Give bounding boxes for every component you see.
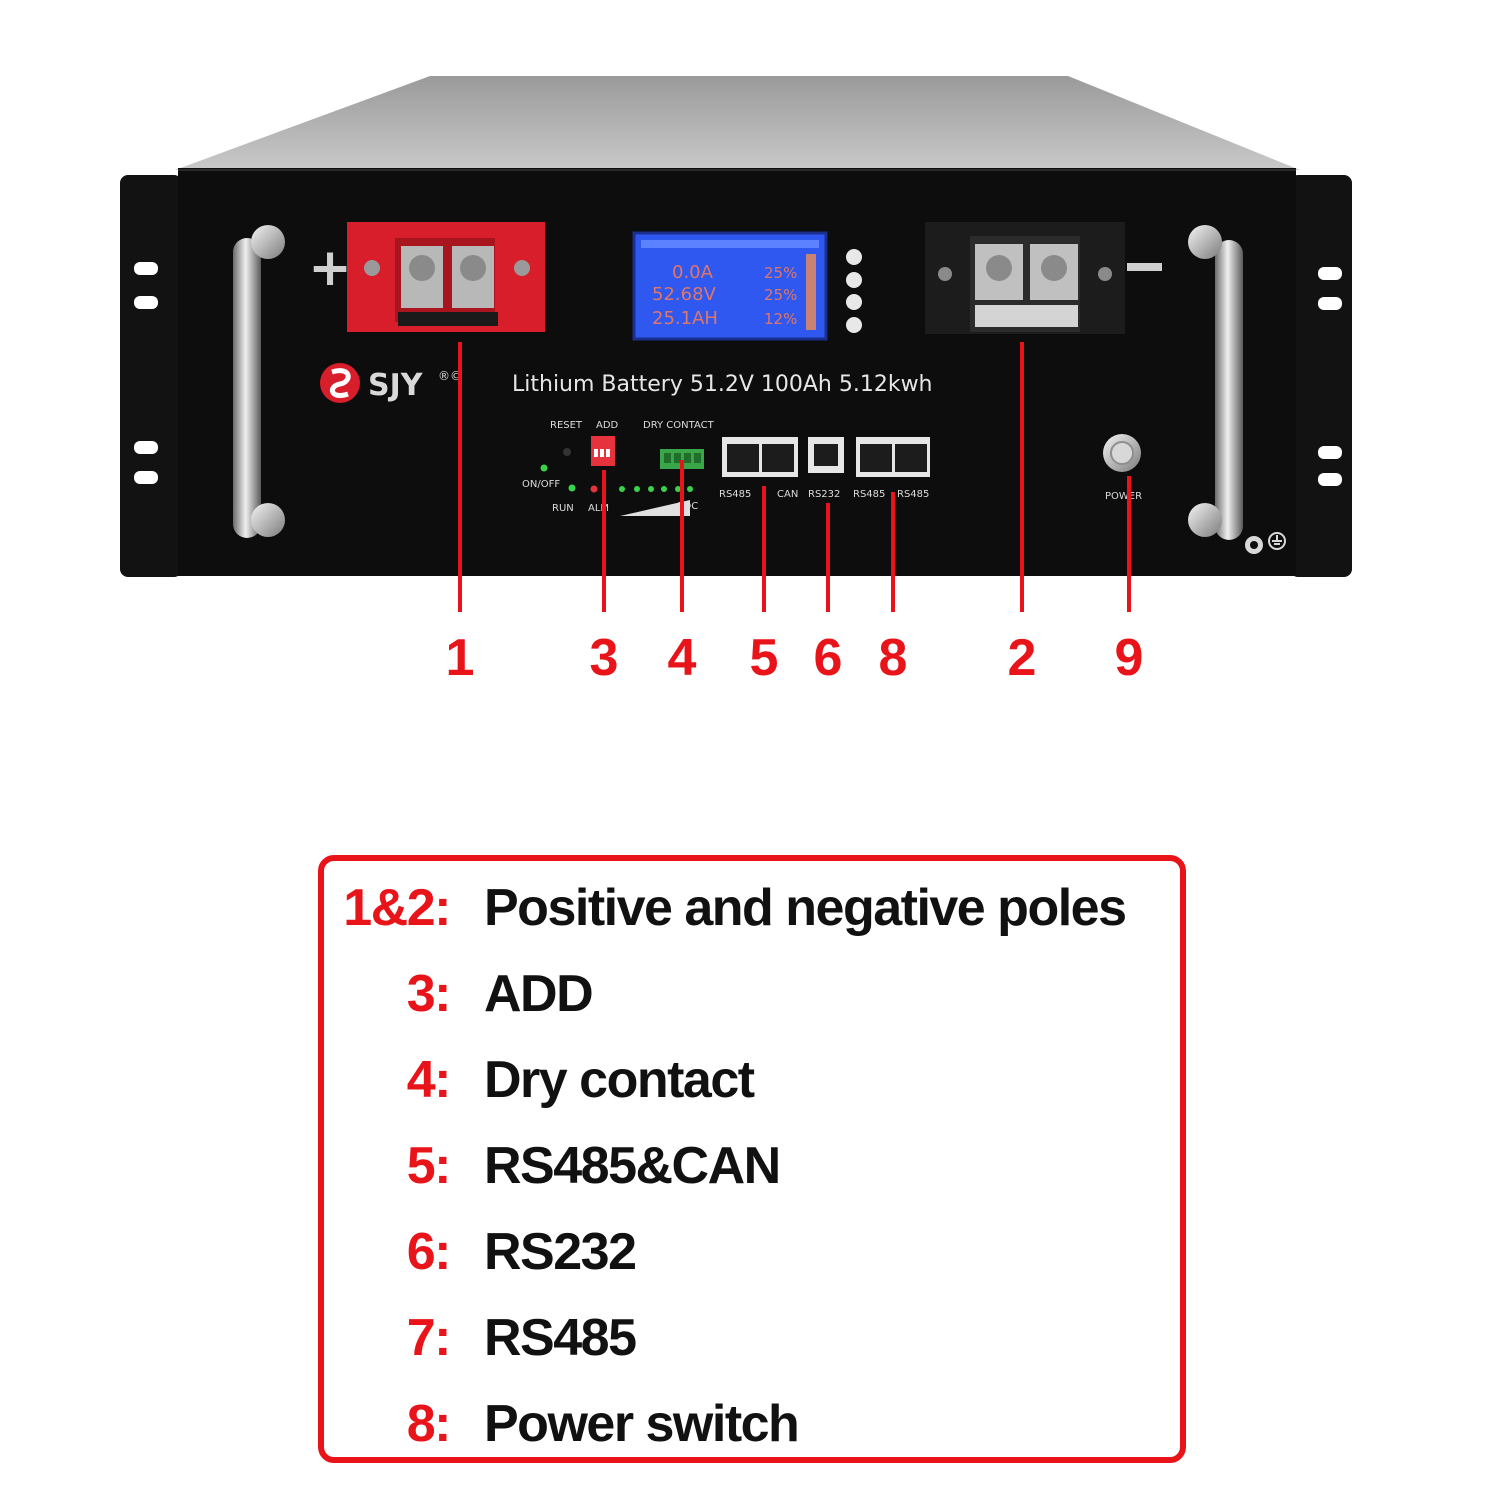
- lcd-row-2-left: 52.68V: [652, 284, 717, 305]
- brand-marks: ®©: [438, 369, 462, 383]
- legend-text: Dry contact: [484, 1051, 755, 1109]
- port-label-rs485-1: RS485: [719, 489, 751, 500]
- legend-box: 1&2: Positive and negative poles 3: ADD 4: Dr…: [318, 855, 1186, 1463]
- add-dip-switch[interactable]: [591, 436, 615, 466]
- rs485-can-ports[interactable]: [722, 437, 798, 477]
- legend-item: 8: Power switch: [324, 1389, 1180, 1459]
- legend-key: 1&2:: [343, 879, 451, 937]
- soc-indicator-wedge: [620, 500, 690, 516]
- power-switch[interactable]: [1103, 434, 1141, 472]
- legend-item: 7: RS485: [324, 1303, 1180, 1373]
- reset-label: RESET: [550, 420, 583, 431]
- callout-number-4: 4: [667, 629, 697, 687]
- port-label-can: CAN: [777, 489, 798, 500]
- lcd-row-3-left: 25.1AH: [652, 308, 718, 329]
- rack-ear-right: [1290, 175, 1352, 577]
- callout-number-9: 9: [1114, 629, 1144, 687]
- dry-contact-label: DRY CONTACT: [643, 420, 715, 431]
- legend-key: 8:: [406, 1395, 452, 1453]
- callout-number-6: 6: [813, 629, 843, 687]
- lcd-row-3-right: 12%: [764, 310, 797, 328]
- brand-name: SJY: [368, 368, 424, 403]
- legend-text: Positive and negative poles: [484, 879, 1127, 937]
- callout-number-3: 3: [589, 629, 619, 687]
- legend-item: 4: Dry contact: [324, 1045, 1180, 1115]
- callout-number-5: 5: [749, 629, 779, 687]
- legend-item: 1&2: Positive and negative poles: [324, 873, 1180, 943]
- run-led: [568, 484, 576, 492]
- lcd-row-1-right: 25%: [764, 264, 797, 282]
- lcd-display: 0.0A 25% 52.68V 25% 25.1AH 12%: [632, 231, 828, 341]
- lcd-row-1-left: 0.0A: [672, 262, 714, 283]
- legend-text: Power switch: [484, 1395, 800, 1453]
- callout-number-2: 2: [1007, 629, 1037, 687]
- port-label-rs485-3: RS485: [897, 489, 929, 500]
- legend-key: 6:: [406, 1223, 452, 1281]
- negative-terminal[interactable]: [925, 222, 1125, 334]
- run-label: RUN: [552, 503, 574, 514]
- legend-item: 5: RS485&CAN: [324, 1131, 1180, 1201]
- legend-key: 7:: [406, 1309, 452, 1367]
- soc-label: SOC: [677, 501, 698, 512]
- model-label: Lithium Battery 51.2V 100Ah 5.12kwh: [512, 372, 933, 397]
- legend-item: 3: ADD: [324, 959, 1180, 1029]
- legend-text: RS232: [484, 1223, 637, 1281]
- legend-text: ADD: [484, 965, 594, 1023]
- battery-diagram: + 0.0A 25% 52.68V 25% 25.1AH 12%: [120, 76, 1352, 612]
- alm-led: [590, 485, 598, 493]
- on-off-label: ON/OFF: [522, 479, 560, 490]
- legend-text: RS485&CAN: [484, 1137, 781, 1195]
- ground-screw-icon: [1245, 536, 1263, 554]
- legend-key: 3:: [406, 965, 452, 1023]
- positive-sign: +: [308, 238, 352, 298]
- lcd-buttons[interactable]: [846, 249, 862, 333]
- handle-left[interactable]: [233, 225, 285, 538]
- reset-button[interactable]: [563, 448, 571, 456]
- handle-right[interactable]: [1188, 225, 1243, 540]
- legend-item: 6: RS232: [324, 1217, 1180, 1287]
- rack-ear-slots: [134, 262, 1342, 486]
- on-off-led: [540, 464, 548, 472]
- legend-text: RS485: [484, 1309, 637, 1367]
- rs485-ports[interactable]: [856, 437, 930, 477]
- port-label-rs232: RS232: [808, 489, 840, 500]
- power-label: POWER: [1105, 491, 1142, 502]
- battery-case-top: [175, 76, 1300, 170]
- port-label-rs485-2: RS485: [853, 489, 885, 500]
- positive-terminal[interactable]: [347, 222, 545, 332]
- rack-ear-left: [120, 175, 182, 577]
- dry-contact-terminal[interactable]: [660, 449, 704, 469]
- callout-number-8: 8: [878, 629, 908, 687]
- callout-number-1: 1: [445, 629, 475, 687]
- legend-key: 5:: [406, 1137, 452, 1195]
- legend-key: 4:: [406, 1051, 452, 1109]
- alm-label: ALM: [588, 503, 609, 514]
- sjy-logo-icon: [320, 363, 360, 403]
- ground-symbol-icon: [1268, 532, 1286, 550]
- lcd-row-2-right: 25%: [764, 286, 797, 304]
- callout-leaders: [458, 342, 1131, 612]
- soc-leds: [619, 486, 693, 492]
- rs232-port[interactable]: [808, 437, 844, 473]
- add-label: ADD: [596, 420, 619, 431]
- negative-sign: [1127, 263, 1162, 271]
